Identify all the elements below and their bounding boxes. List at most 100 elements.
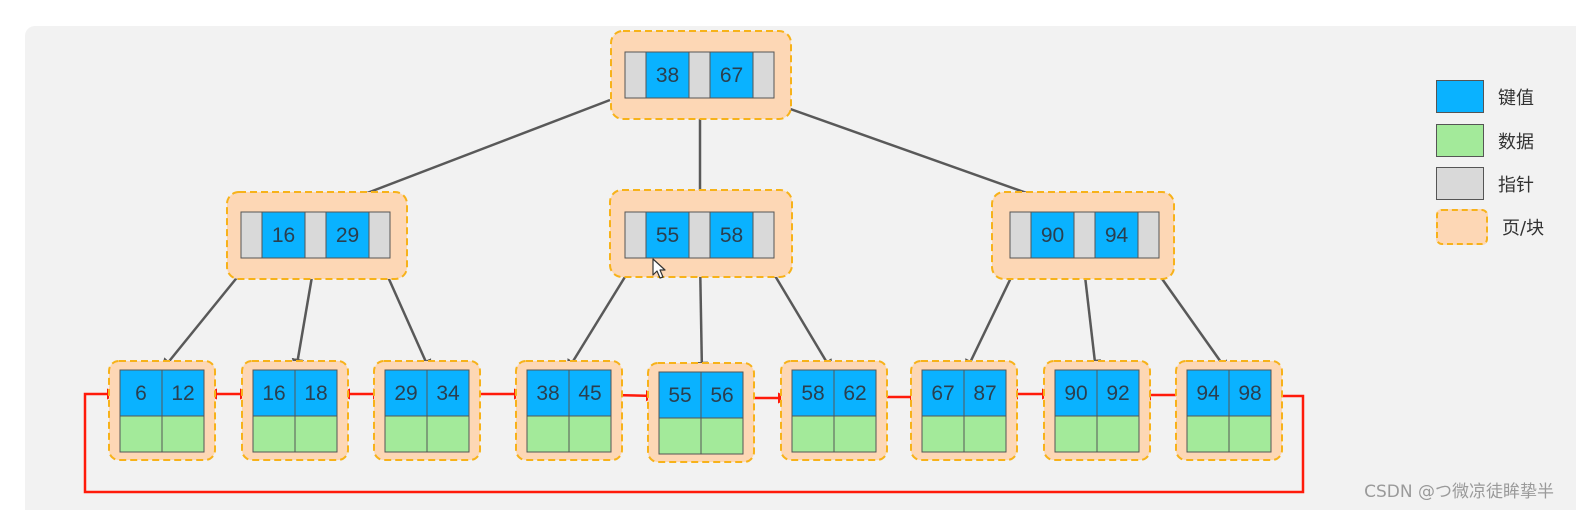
key-value: 98 <box>1238 382 1261 405</box>
key-value: 18 <box>304 382 327 405</box>
key-value: 94 <box>1196 382 1220 405</box>
key-cell <box>791 369 835 417</box>
data-cell <box>700 417 744 455</box>
pointer-cell <box>624 51 647 99</box>
legend-key: 键值 <box>1436 80 1534 113</box>
data-cell <box>1186 415 1230 453</box>
data-cell <box>294 415 338 453</box>
pointer-cell <box>688 211 711 259</box>
key-cell <box>700 371 744 419</box>
data-cell <box>161 415 205 453</box>
leaf-node: 90 92 <box>1043 360 1151 461</box>
key-value: 92 <box>1106 382 1129 405</box>
pointer-cell <box>304 211 327 259</box>
key-value: 58 <box>720 224 743 247</box>
legend-pointer: 指针 <box>1436 167 1534 200</box>
key-value: 87 <box>973 382 996 405</box>
pointer-cell <box>752 51 775 99</box>
key-value: 45 <box>578 382 601 405</box>
leaf-wrap-arrow <box>83 388 1305 494</box>
key-value: 94 <box>1105 224 1129 247</box>
pointer-cell <box>1009 211 1032 259</box>
internal-node-3: 90 94 <box>991 191 1175 280</box>
legend-page-swatch <box>1436 209 1488 245</box>
key-cell <box>833 369 877 417</box>
pointer-cell <box>688 51 711 99</box>
key-cell <box>709 211 754 259</box>
data-cell <box>1228 415 1272 453</box>
data-cell <box>921 415 965 453</box>
key-cell <box>161 369 205 417</box>
key-cell <box>645 211 690 259</box>
data-cell <box>568 415 612 453</box>
legend-data-label: 数据 <box>1498 131 1534 153</box>
key-value: 29 <box>394 382 417 405</box>
key-value: 56 <box>710 384 733 407</box>
key-cell <box>921 369 965 417</box>
key-cell <box>1030 211 1075 259</box>
data-cell <box>526 415 570 453</box>
key-cell <box>709 51 754 99</box>
key-cell <box>384 369 428 417</box>
key-value: 38 <box>536 382 559 405</box>
key-value: 29 <box>336 224 359 247</box>
key-cell <box>658 371 702 419</box>
data-cell <box>119 415 163 453</box>
key-cell <box>426 369 470 417</box>
key-cell <box>568 369 612 417</box>
root-node: 38 67 <box>610 30 792 120</box>
key-value: 62 <box>843 382 866 405</box>
key-value: 67 <box>720 64 743 87</box>
internal-node-2: 55 58 <box>609 189 793 278</box>
key-value: 34 <box>436 382 460 405</box>
key-cell <box>1094 211 1139 259</box>
tree-pointer-arrow <box>695 258 709 375</box>
key-value: 16 <box>262 382 285 405</box>
pointer-cell <box>368 211 391 259</box>
tree-pointer-arrow <box>763 258 834 373</box>
legend-pointer-swatch <box>1436 167 1484 200</box>
legend-pointer-label: 指针 <box>1498 174 1534 196</box>
leaf-node: 55 56 <box>647 362 755 463</box>
data-cell <box>963 415 1007 453</box>
key-value: 67 <box>931 382 954 405</box>
data-cell <box>791 415 835 453</box>
pointer-cell <box>624 211 647 259</box>
leaf-node: 67 87 <box>910 360 1018 461</box>
leaf-node: 29 34 <box>373 360 481 461</box>
legend-data-swatch <box>1436 124 1484 157</box>
watermark: CSDN @つ微凉徒眸挚半 <box>1364 482 1554 502</box>
data-cell <box>426 415 470 453</box>
legend-key-swatch <box>1436 80 1484 113</box>
key-value: 12 <box>171 382 194 405</box>
legend-page: 页/块 <box>1436 209 1544 245</box>
leaf-node: 94 98 <box>1175 360 1283 461</box>
key-cell <box>294 369 338 417</box>
legend-data: 数据 <box>1436 124 1534 157</box>
leaf-node: 38 45 <box>515 360 623 461</box>
data-cell <box>658 417 702 455</box>
data-cell <box>833 415 877 453</box>
key-value: 90 <box>1041 224 1064 247</box>
legend-page-label: 页/块 <box>1502 218 1545 239</box>
data-cell <box>1096 415 1140 453</box>
key-value: 38 <box>656 64 679 87</box>
legend-key-label: 键值 <box>1498 87 1534 109</box>
key-value: 90 <box>1064 382 1087 405</box>
data-cell <box>252 415 296 453</box>
key-value: 55 <box>656 224 679 247</box>
pointer-cell <box>1137 211 1160 259</box>
key-cell <box>1096 369 1140 417</box>
key-value: 58 <box>801 382 824 405</box>
key-cell <box>261 211 306 259</box>
key-value: 55 <box>668 384 691 407</box>
pointer-cell <box>240 211 263 259</box>
data-cell <box>1054 415 1098 453</box>
leaf-node: 58 62 <box>780 360 888 461</box>
mouse-cursor-icon <box>652 258 666 279</box>
data-cell <box>384 415 428 453</box>
